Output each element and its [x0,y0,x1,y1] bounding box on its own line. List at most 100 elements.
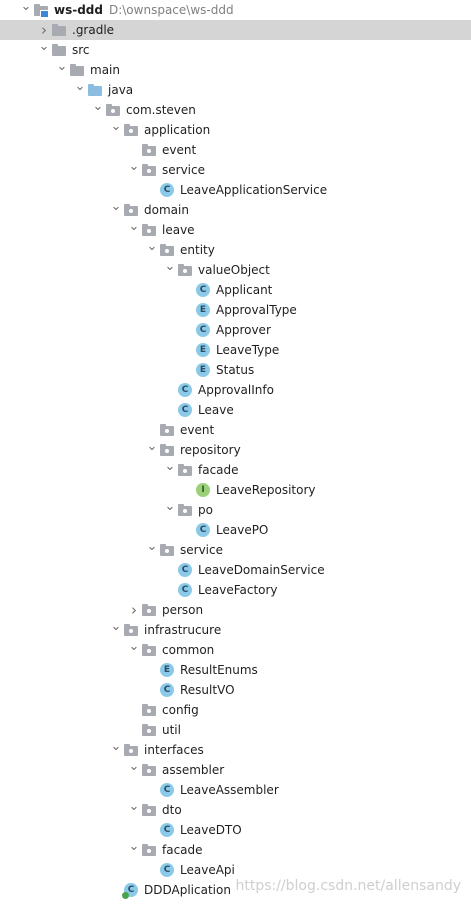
tree-row[interactable]: ⌄entity [0,240,471,260]
tree-item-text: leave [162,223,195,237]
tree-row[interactable]: util [0,720,471,740]
collapse-arrow-icon[interactable]: › [41,21,47,39]
expand-arrow-icon[interactable]: ⌄ [164,499,176,514]
class-icon: C [160,863,174,877]
tree-row[interactable]: ⌄ leave [0,220,471,240]
tree-item-label: LeaveType [216,340,279,360]
tree-item-text: ResultEnums [180,663,258,677]
project-path: D:\ownspace\ws-ddd [108,3,234,17]
expand-arrow-icon[interactable]: ⌄ [128,799,140,814]
expand-arrow-icon[interactable]: ⌄ [146,539,158,554]
tree-row[interactable]: ⌄main [0,60,471,80]
tree-item-text: LeaveRepository [216,483,316,497]
tree-item-label: assembler [162,760,224,780]
tree-item-label: ResultVO [180,680,235,700]
package-icon [142,723,156,737]
tree-row[interactable]: ⌄po [0,500,471,520]
tree-row[interactable]: ⌄service [0,540,471,560]
package-icon [178,503,192,517]
tree-row[interactable]: ⌄ src [0,40,471,60]
tree-item-label: valueObject [198,260,270,280]
tree-row[interactable]: ⌄ facade [0,460,471,480]
tree-item-label: Status [216,360,254,380]
tree-row[interactable]: event [0,420,471,440]
expand-arrow-icon[interactable]: ⌄ [128,219,140,234]
tree-row[interactable]: ⌄facade [0,840,471,860]
tree-item-label: java [108,80,133,100]
tree-item-text: interfaces [144,743,204,757]
collapse-arrow-icon[interactable]: › [131,601,137,619]
tree-row[interactable]: ⌄com.steven [0,100,471,120]
tree-item-text: assembler [162,763,225,777]
tree-row[interactable]: ⌄infrastrucure [0,620,471,640]
tree-row[interactable]: ⌄service [0,160,471,180]
expand-arrow-icon[interactable]: ⌄ [38,39,50,54]
tree-item-label: interfaces [144,740,204,760]
class-icon: C [160,823,174,837]
tree-item-text: domain [144,203,189,217]
tree-row[interactable]: event [0,140,471,160]
package-icon [124,203,138,217]
class-icon: C [196,323,210,337]
expand-arrow-icon[interactable]: ⌄ [110,619,122,634]
tree-row[interactable]: ⌄application [0,120,471,140]
tree-row[interactable]: ⌄common [0,640,471,660]
tree-row[interactable]: ⌄ domain [0,200,471,220]
expand-arrow-icon[interactable]: ⌄ [74,79,86,94]
tree-row[interactable]: ⌄dto [0,800,471,820]
expand-arrow-icon[interactable]: ⌄ [110,119,122,134]
tree-row[interactable]: config [0,700,471,720]
tree-item-label: facade [198,460,239,480]
expand-arrow-icon[interactable]: ⌄ [128,159,140,174]
tree-row[interactable]: ⌄ java [0,80,471,100]
tree-row[interactable]: ⌄ interfaces [0,740,471,760]
tree-item-label: src [72,40,90,60]
tree-row[interactable]: ⌄ assembler [0,760,471,780]
expand-arrow-icon[interactable]: ⌄ [92,99,104,114]
tree-row[interactable]: ⌄repository [0,440,471,460]
tree-item-label: event [162,140,196,160]
package-icon [124,123,138,137]
package-icon [142,643,156,657]
package-icon [142,843,156,857]
expand-arrow-icon[interactable]: ⌄ [164,459,176,474]
tree-item-text: LeaveDTO [180,823,242,837]
expand-arrow-icon[interactable]: ⌄ [20,0,32,14]
tree-item-label: LeaveApplicationService [180,180,327,200]
expand-arrow-icon[interactable]: ⌄ [164,259,176,274]
expand-arrow-icon[interactable]: ⌄ [146,439,158,454]
tree-row[interactable]: ›person [0,600,471,620]
module-folder-icon [34,3,49,18]
tree-item-text: LeaveDomainService [198,563,325,577]
expand-arrow-icon[interactable]: ⌄ [110,199,122,214]
tree-row[interactable]: ›.gradle [0,20,471,40]
tree-row[interactable]: C LeaveDTO [0,820,471,840]
tree-row[interactable]: ⌄ valueObject [0,260,471,280]
expand-arrow-icon[interactable]: ⌄ [128,639,140,654]
expand-arrow-icon[interactable]: ⌄ [128,759,140,774]
expand-arrow-icon[interactable]: ⌄ [128,839,140,854]
expand-arrow-icon[interactable]: ⌄ [56,59,68,74]
expand-arrow-icon[interactable]: ⌄ [110,739,122,754]
expand-arrow-icon[interactable]: ⌄ [146,239,158,254]
